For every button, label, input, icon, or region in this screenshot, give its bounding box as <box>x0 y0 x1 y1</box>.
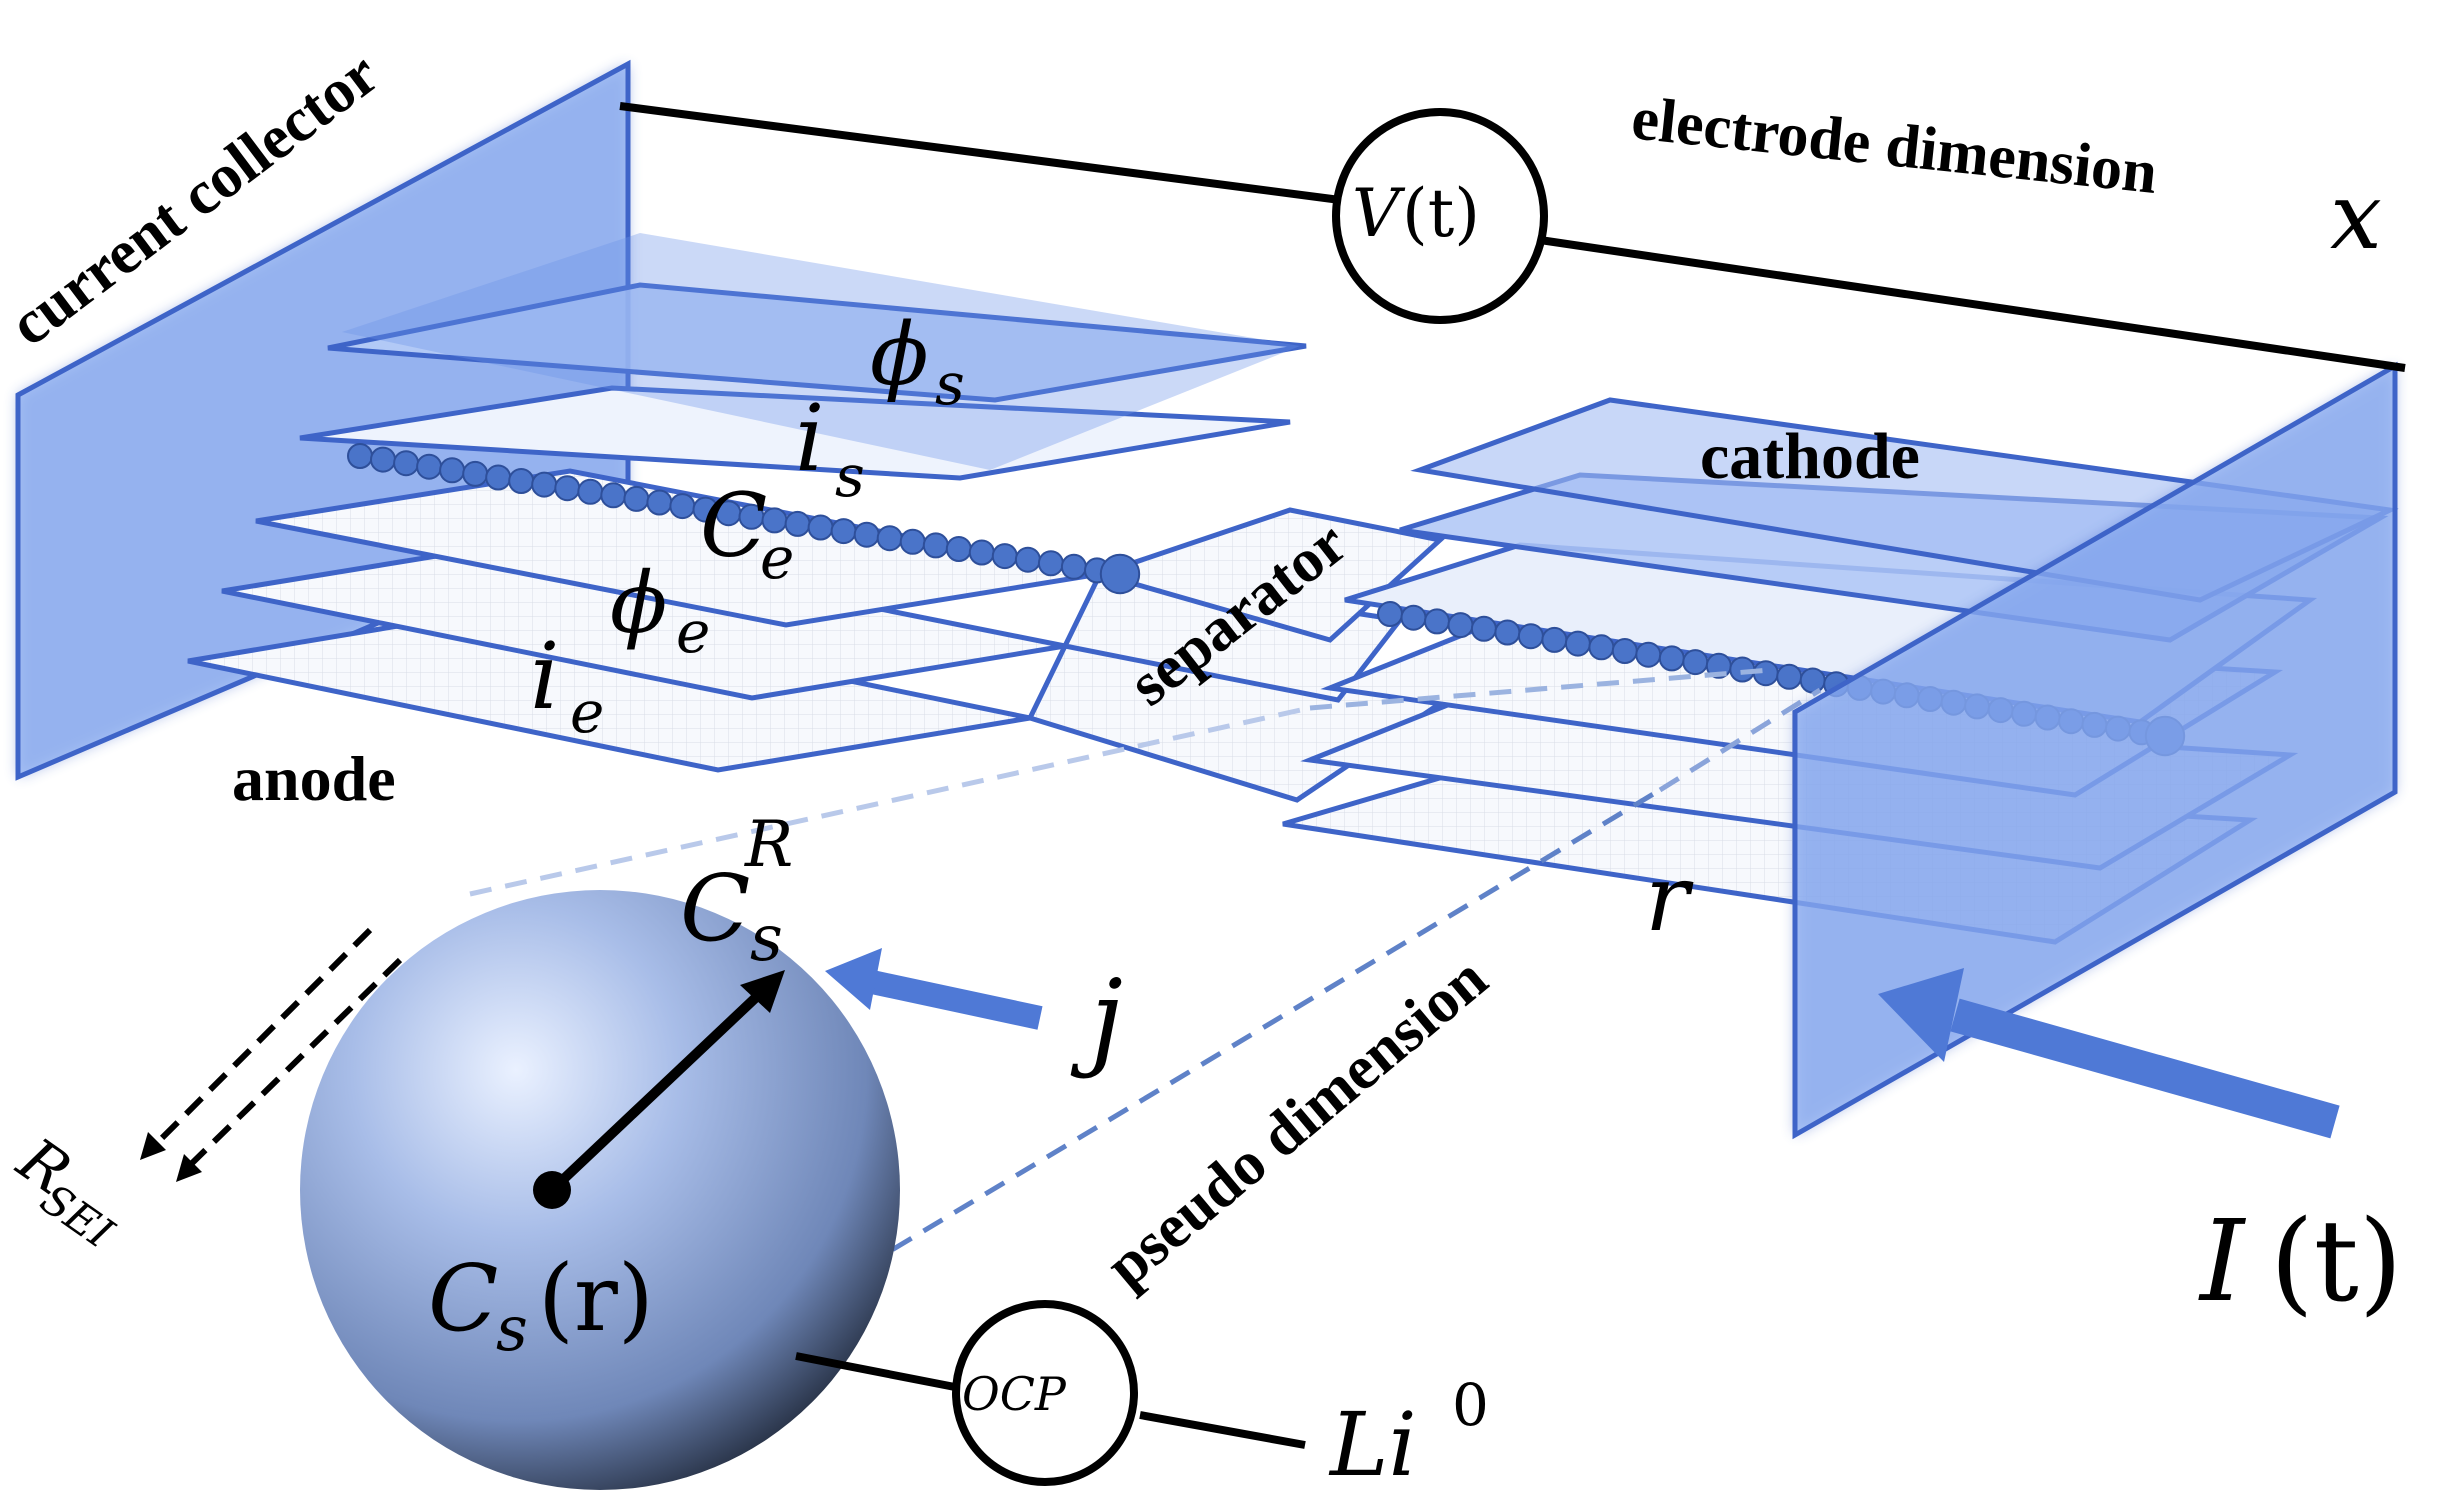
phi-e-subscript: e <box>676 598 710 666</box>
voltage-wire <box>619 102 2406 372</box>
electrolyte-particle <box>1682 649 1709 676</box>
anode-label: anode <box>232 743 396 814</box>
cs-surface-subscript: s <box>750 902 783 976</box>
flux-symbol: j <box>1070 957 1123 1080</box>
phi-s-symbol: ϕ <box>870 305 929 405</box>
electrolyte-particle <box>347 443 373 469</box>
electrolyte-particle <box>393 450 420 477</box>
electrolyte-particle <box>600 482 627 509</box>
anode-layer-phis <box>327 282 1307 403</box>
electrolyte-particle <box>531 471 558 498</box>
pseudo-dimension-label: pseudo dimension <box>1093 944 1500 1301</box>
cs-r-argument: (r) <box>538 1245 654 1352</box>
i-e-subscript: e <box>570 678 604 746</box>
electrolyte-particle <box>876 525 903 552</box>
electrolyte-particle <box>669 493 696 520</box>
flux-arrow <box>825 948 1043 1030</box>
electrolyte-particle <box>646 489 673 516</box>
electrolyte-particle <box>577 478 604 505</box>
electrolyte-particle <box>1564 630 1591 657</box>
phi-e-symbol: ϕ <box>610 554 667 652</box>
cs-r-subscript: s <box>496 1292 528 1365</box>
electrolyte-particle <box>508 468 535 494</box>
i-s-subscript: s <box>835 442 865 510</box>
right-current-collector <box>1792 361 2398 1140</box>
electrolyte-particle <box>1014 546 1041 573</box>
electrolyte-particle <box>991 543 1018 570</box>
electrolyte-particle <box>1494 619 1521 646</box>
electrolyte-particle <box>485 464 512 491</box>
li-symbol: Li <box>1328 1393 1417 1491</box>
electrolyte-particle <box>462 460 489 487</box>
anode-particle-chain <box>347 443 1141 595</box>
sei-arrow-head-1 <box>140 1132 166 1160</box>
electrode-dimension-symbol: x <box>2330 163 2382 270</box>
electrolyte-particle <box>922 532 949 559</box>
current-arrow <box>1878 968 2340 1139</box>
electrolyte-particle <box>623 485 650 512</box>
electrolyte-particle <box>1776 663 1803 690</box>
li-superscript: 0 <box>1452 1371 1489 1439</box>
electrolyte-particle <box>1099 553 1141 595</box>
voltage-meter: V (t) <box>1332 108 1548 324</box>
sei-arrow-head-2 <box>176 1154 202 1182</box>
voltage-argument: (t) <box>1402 175 1480 252</box>
electrolyte-particle <box>1635 641 1662 668</box>
electrolyte-particle <box>1658 645 1685 672</box>
electrolyte-particle <box>439 457 466 484</box>
electrolyte-particle <box>1447 612 1474 639</box>
electrolyte-particle <box>899 528 926 555</box>
anode-stack <box>187 233 1307 773</box>
current-argument: (t) <box>2270 1197 2402 1327</box>
electrolyte-particle <box>853 521 880 548</box>
electrolyte-particle <box>1037 550 1064 577</box>
cs-r-symbol: C <box>428 1245 498 1352</box>
electrolyte-particle <box>1517 623 1544 650</box>
current-symbol: I <box>2198 1197 2247 1327</box>
solid-particle <box>300 890 900 1490</box>
separator-layer-3 <box>1091 507 1446 643</box>
pseudo-dimension-guides <box>469 667 1822 1308</box>
electrolyte-particle <box>1541 626 1568 653</box>
electrolyte-particle <box>370 446 396 473</box>
anode-layer-is <box>299 385 1291 481</box>
c-e-subscript: e <box>760 524 794 592</box>
ocp-label: OCP <box>962 1367 1067 1421</box>
cs-surface-superscript: R <box>744 808 793 882</box>
electrolyte-particle <box>945 536 972 562</box>
electrolyte-particle <box>554 475 581 502</box>
voltage-symbol: V <box>1352 175 1406 252</box>
electrolyte-particle <box>1470 615 1497 642</box>
sei-thickness-arrow <box>147 927 403 1173</box>
c-e-symbol: C <box>700 474 767 577</box>
electrolyte-particle <box>807 514 834 541</box>
electrolyte-particle <box>1424 608 1450 635</box>
rsei-label: R SEI <box>5 1124 124 1258</box>
electrolyte-particle <box>416 453 443 480</box>
electrolyte-particle <box>1799 667 1826 694</box>
electrode-dimension-label: electrode dimension <box>1629 84 2161 207</box>
electrolyte-particle <box>830 518 857 545</box>
electrolyte-particle <box>1377 601 1403 627</box>
electrolyte-particle <box>1611 638 1638 664</box>
electrolyte-particle <box>968 539 995 566</box>
i-e-symbol: i <box>530 623 559 730</box>
phi-s-subscript: s <box>935 350 965 418</box>
pseudo-dimension-symbol: r <box>1645 845 1694 952</box>
i-s-symbol: i <box>795 385 824 492</box>
electrolyte-particle <box>1400 604 1427 631</box>
cathode-label: cathode <box>1700 420 1920 493</box>
electrolyte-particle <box>1060 553 1087 580</box>
cs-surface-symbol: C <box>680 855 750 962</box>
ocp-wire: OCP <box>795 1300 1306 1486</box>
electrolyte-particle <box>1588 634 1615 661</box>
